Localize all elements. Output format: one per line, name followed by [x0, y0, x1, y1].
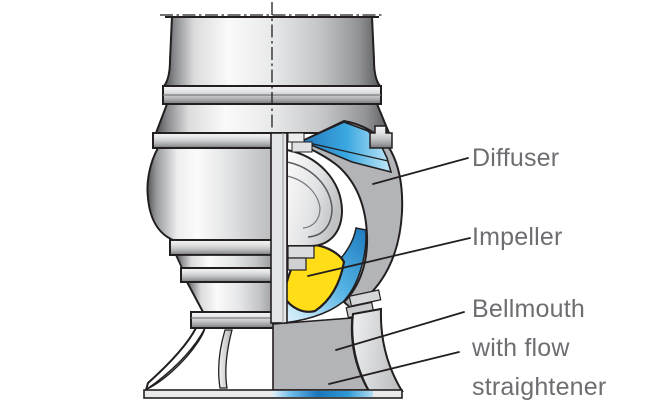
label-bellmouth: Bellmouth with flow straightener: [472, 290, 606, 407]
centerlines: [160, 2, 385, 131]
casing-bottom-flange-left: [169, 239, 288, 256]
label-impeller: Impeller: [472, 223, 563, 251]
hub-seal-step-1: [287, 245, 315, 259]
leader-line-bellmouth-1: [335, 311, 465, 351]
inlet-water-band: [273, 391, 373, 397]
hub-assembly: [286, 132, 344, 271]
bellmouth-left-exterior: [145, 327, 233, 391]
flow-straightener-vane: [218, 329, 233, 389]
casing-top-flange-left: [152, 132, 288, 149]
label-bellmouth-line3: straightener: [472, 373, 607, 401]
bellmouth-wall-leaf: [146, 327, 206, 390]
label-bellmouth-line2: with flow: [472, 334, 570, 362]
hub-seal-step-2: [287, 257, 307, 271]
casing-left-exterior: [146, 132, 288, 329]
cutaway-section: [270, 119, 404, 392]
section-cut-plate: [270, 132, 288, 324]
diffuser-vane-edge: [308, 142, 389, 162]
hub-bearing-ring-outer: [286, 161, 333, 238]
casing-bulb: [146, 147, 273, 241]
hub-dome: [286, 148, 344, 247]
bellmouth-outer-edge: [145, 327, 197, 391]
casing-flange-right-tab: [369, 125, 393, 149]
label-bellmouth-line1: Bellmouth: [472, 295, 585, 323]
hub-bearing-ring-inner: [286, 175, 321, 229]
label-diffuser: Diffuser: [472, 144, 560, 172]
leader-line-impeller: [307, 237, 471, 277]
hub-top-step-1: [287, 132, 305, 143]
leader-line-diffuser: [372, 157, 469, 185]
hub-top-step-2: [291, 141, 313, 153]
bellmouth-rim: [143, 389, 403, 399]
bellmouth-bolt-step-1: [348, 289, 382, 307]
flow-passage-diffuser-outlet: [300, 121, 393, 174]
leader-line-bellmouth-2: [328, 351, 460, 385]
leader-lines: [307, 157, 471, 385]
